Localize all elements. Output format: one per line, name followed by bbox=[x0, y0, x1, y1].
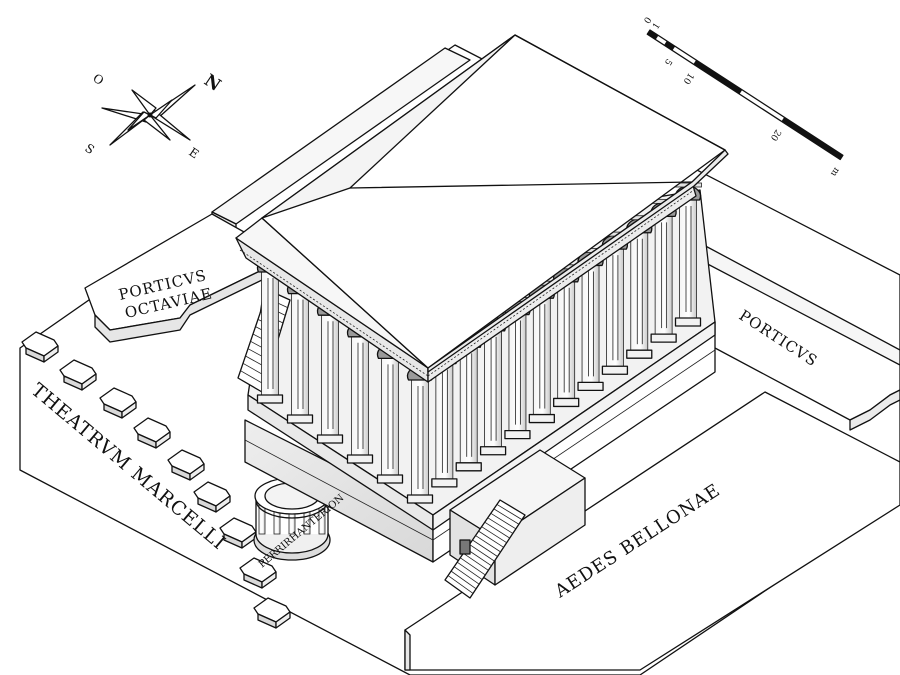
theatre-pier bbox=[219, 517, 257, 549]
side-staircase bbox=[444, 449, 586, 599]
compass-s: S bbox=[82, 141, 97, 157]
scale-tick-5: 5 bbox=[662, 56, 674, 66]
theatre-pier bbox=[167, 449, 205, 481]
theatre-pier bbox=[99, 387, 137, 419]
scale-tick-20: 20 bbox=[768, 127, 783, 142]
compass-e: E bbox=[186, 145, 201, 162]
aedes-bellonae-block bbox=[404, 391, 900, 671]
theatre-pier bbox=[59, 359, 97, 391]
theatre-piers bbox=[21, 331, 291, 629]
scale-tick-1: 1 bbox=[651, 21, 663, 31]
scale-tick-10: 10 bbox=[680, 71, 695, 86]
theatre-pier bbox=[193, 481, 231, 513]
compass-o: O bbox=[90, 71, 106, 88]
theatre-pier bbox=[133, 417, 171, 449]
compass-n: N bbox=[200, 71, 224, 96]
theatre-pier bbox=[21, 331, 59, 363]
scale-unit: m bbox=[828, 165, 841, 178]
scale-bar bbox=[646, 29, 844, 161]
compass-rose bbox=[101, 84, 196, 146]
theatre-pier bbox=[253, 597, 291, 629]
scale-tick-0: 0 bbox=[643, 16, 655, 26]
temple-roof bbox=[235, 34, 729, 383]
theatre-pier bbox=[239, 557, 277, 589]
porticus-east-strip bbox=[699, 259, 900, 431]
